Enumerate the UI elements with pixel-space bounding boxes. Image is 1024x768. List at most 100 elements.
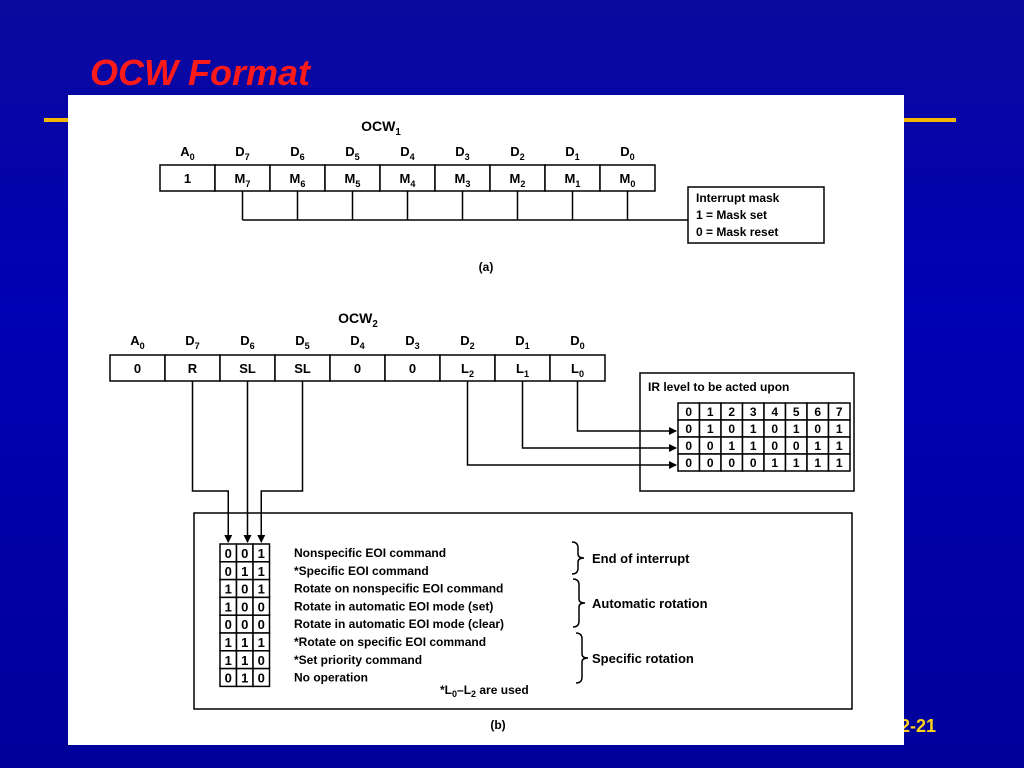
ocw2-cell-0: [109, 354, 166, 382]
footnote-text: *L0–L2 are used: [440, 683, 529, 699]
ocw2-cell-label-8: L0: [571, 361, 584, 379]
ocw2-header-6: D2: [460, 333, 474, 351]
cmd-bit-7-1: 1: [241, 671, 248, 686]
ocw2-cell-label-1: R: [188, 361, 198, 376]
command-text-6: *Set priority command: [294, 653, 422, 667]
ocw2-title: OCW2: [338, 310, 378, 330]
ocw1-cell-1: [214, 164, 271, 192]
cmd-bit-1-1: 1: [241, 564, 248, 579]
ocw1-title: OCW1: [361, 118, 401, 138]
command-box: [193, 512, 853, 710]
ir-cell-value-2-4: 0: [771, 439, 778, 453]
ocw2-header-8: D0: [570, 333, 584, 351]
group-label-end-of-interrupt: End of interrupt: [592, 551, 690, 566]
ir-cell-value-0-6: 6: [814, 405, 821, 419]
ir-cell-value-0-2: 2: [728, 405, 735, 419]
cmd-bit-6-2: 0: [258, 653, 265, 668]
ir-cell-value-0-3: 3: [750, 405, 757, 419]
ir-table-title: IR level to be acted upon: [648, 380, 789, 394]
ocw2-cell-label-7: L1: [516, 361, 529, 379]
ir-cell-value-3-3: 0: [750, 456, 757, 470]
ir-cell-value-1-6: 0: [814, 422, 821, 436]
command-text-5: *Rotate on specific EOI command: [294, 635, 486, 649]
command-text-1: *Specific EOI command: [294, 564, 429, 578]
cmd-bit-0-2: 1: [258, 546, 265, 561]
ir-cell-value-1-4: 0: [771, 422, 778, 436]
ocw1-header-1: D7: [235, 144, 249, 162]
ocw2-cell-6: [439, 354, 496, 382]
ocw1-header-8: D0: [620, 144, 634, 162]
brace-automatic-rotation: [572, 578, 586, 628]
cmd-bit-5-0: 1: [225, 635, 232, 650]
ocw1-cell-label-1: M7: [235, 171, 251, 189]
cmd-bit-6-1: 1: [241, 653, 248, 668]
cmd-bit-2-2: 1: [258, 582, 265, 597]
ocw2-cell-3: [274, 354, 331, 382]
ocw2-cell-label-5: 0: [409, 361, 416, 376]
ir-cell-value-1-5: 1: [793, 422, 800, 436]
ocw1-cell-label-3: M5: [345, 171, 361, 189]
ocw2-header-7: D1: [515, 333, 529, 351]
command-text-2: Rotate on nonspecific EOI command: [294, 582, 503, 596]
ocw1-note-line-2: 0 = Mask reset: [696, 225, 778, 239]
ocw1-note-box: [687, 186, 825, 244]
ir-cell-value-3-6: 1: [814, 456, 821, 470]
ocw2-cell-label-0: 0: [134, 361, 141, 376]
cmd-bit-4-2: 0: [258, 617, 265, 632]
ocw1-cell-label-7: M1: [565, 171, 581, 189]
ocw2-header-2: D6: [240, 333, 254, 351]
command-text-0: Nonspecific EOI command: [294, 546, 446, 560]
ir-cell-value-0-5: 5: [793, 405, 800, 419]
cmd-bit-6-0: 1: [225, 653, 232, 668]
ocw1-caption: (a): [479, 260, 494, 274]
cmd-bit-7-0: 0: [225, 671, 232, 686]
ocw2-cell-label-3: SL: [294, 361, 311, 376]
ocw2-cell-4: [329, 354, 386, 382]
ir-cell-value-2-3: 1: [750, 439, 757, 453]
ocw1-cell-label-4: M4: [400, 171, 417, 189]
ocw2-header-1: D7: [185, 333, 199, 351]
r-arrow: [191, 381, 233, 543]
cmd-bit-4-1: 0: [241, 617, 248, 632]
ocw1-cell-8: [599, 164, 656, 192]
sl2-arrow: [257, 381, 304, 543]
ir-cell-value-0-4: 4: [771, 405, 778, 419]
ocw1-cell-label-6: M2: [510, 171, 526, 189]
cmd-bit-7-2: 0: [258, 671, 265, 686]
ir-cell-value-1-0: 0: [685, 422, 692, 436]
ocw1-header-2: D6: [290, 144, 304, 162]
ocw1-cell-label-2: M6: [290, 171, 306, 189]
command-text-3: Rotate in automatic EOI mode (set): [294, 599, 493, 613]
ir-cell-value-2-2: 1: [728, 439, 735, 453]
slide-title: OCW Format: [90, 52, 310, 93]
ocw1-cell-label-5: M3: [455, 171, 471, 189]
title-rule-right: [900, 118, 956, 122]
cmd-bit-3-2: 0: [258, 599, 265, 614]
ir-cell-value-2-1: 0: [707, 439, 714, 453]
ir-cell-value-3-0: 0: [685, 456, 692, 470]
brace-end-of-interrupt: [571, 541, 585, 575]
ir-cell-value-2-6: 1: [814, 439, 821, 453]
cmd-bit-3-1: 0: [241, 599, 248, 614]
ir-cell-value-0-7: 7: [836, 405, 843, 419]
cmd-bit-4-0: 0: [225, 617, 232, 632]
ocw2-cell-label-6: L2: [461, 361, 474, 379]
ocw2-cell-8: [549, 354, 606, 382]
ocw1-header-6: D2: [510, 144, 524, 162]
cmd-bit-0-1: 0: [241, 546, 248, 561]
ocw2-cell-label-2: SL: [239, 361, 256, 376]
ir-cell-value-3-4: 1: [771, 456, 778, 470]
ocw1-header-3: D5: [345, 144, 359, 162]
l0-arrow: [576, 381, 677, 435]
ocw1-header-4: D4: [400, 144, 415, 162]
ocw1-header-0: A0: [180, 144, 194, 162]
ir-cell-value-3-5: 1: [793, 456, 800, 470]
group-label-automatic-rotation: Automatic rotation: [592, 596, 708, 611]
ocw2-cell-1: [164, 354, 221, 382]
cmd-bit-0-0: 0: [225, 546, 232, 561]
command-text-4: Rotate in automatic EOI mode (clear): [294, 617, 504, 631]
cmd-bit-5-2: 1: [258, 635, 265, 650]
ocw2-header-5: D3: [405, 333, 419, 351]
